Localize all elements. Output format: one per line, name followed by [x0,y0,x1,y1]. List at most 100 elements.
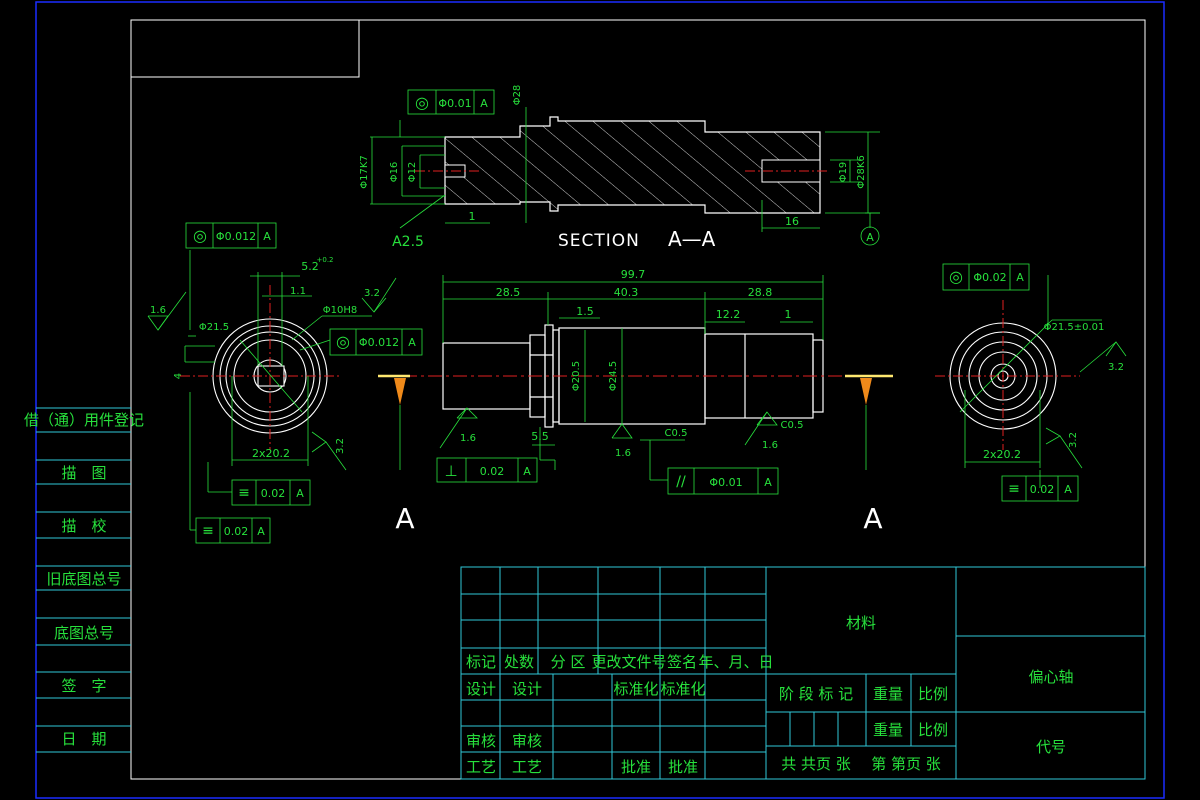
tb-design-3: 标准化 [660,680,705,698]
lv-rough-1-6: 1.6 [150,305,166,316]
side-label-4: 底图总号 [54,624,114,642]
dim-d28k6: Φ28K6 [856,155,867,189]
rv-sym-value: 0.02 [1030,483,1055,496]
tb-design-0: 设计 [466,680,496,698]
dim-5-5: 5.5 [531,430,549,443]
main-view: A A 99.7 28.5 40.3 28.8 1 [378,268,895,535]
section-mark-left: A [395,502,414,535]
lv-dim-4: 4 [173,373,184,379]
lv-sym2-datum: A [257,525,265,538]
dim-1-5: 1.5 [576,305,594,318]
section-id: A—A [668,227,716,251]
dim-12-2: 12.2 [716,308,741,321]
tb-header-1: 处数 [504,653,534,671]
perp-tol-datum: A [523,465,531,478]
section-view: A ◎ Φ0.01 A Φ17K7 Φ16 Φ12 Φ28 Φ19 Φ28K6 … [359,85,880,251]
section-tol-value: Φ0.01 [438,97,471,110]
lv-tol-top-value: Φ0.012 [216,230,256,243]
tb-weight2: 重量 [873,721,903,739]
lv-sym1-symbol: ≡ [238,485,250,501]
tb-header-3: 更改文件号 [591,653,666,671]
lv-dim-key: 2x20.2 [252,447,290,460]
lv-tol-mid-value: Φ0.012 [359,336,399,349]
tb-header-4: 签名 [667,653,697,671]
side-label-3: 旧底图总号 [46,570,121,588]
left-end-view: 5.2 +0.2 1.1 Φ10H8 Φ21.5 4 2x20.2 1.6 3.… [147,222,423,544]
section-tol-datum: A [480,97,488,110]
rough-1: 1.6 [460,433,476,444]
dim-len16: 16 [785,215,799,228]
dim-d17k7: Φ17K7 [359,155,370,189]
tb-part-name: 偏心轴 [1028,668,1073,686]
tb-weight1: 重量 [873,685,903,703]
rv-dim-key: 2x20.2 [983,448,1021,461]
dim-d28: Φ28 [512,85,523,106]
tb-design-2: 标准化 [613,680,658,698]
lv-rough-3-2a: 3.2 [364,288,380,299]
lv-tol-mid-datum: A [408,336,416,349]
dim-phi-20-5: Φ20.5 [571,361,582,391]
tb-process-2: 批准 [621,758,651,776]
lv-sym2-value: 0.02 [224,525,249,538]
tb-scale1: 比例 [918,685,948,703]
rv-dim-phi: Φ21.5±0.01 [1044,322,1105,333]
tb-code: 代号 [1036,738,1066,756]
tb-header-0: 标记 [466,653,496,671]
section-title: SECTION [558,231,640,251]
tb-process-1: 工艺 [512,758,542,776]
tb-process-3: 批准 [668,758,698,776]
lv-tol-mid-symbol: ◎ [336,332,350,351]
rv-rough-3-2b: 3.2 [1068,432,1079,448]
dim-d16: Φ16 [389,162,400,183]
dim-c05-a: C0.5 [665,428,688,439]
tb-header-5: 年、月、日 [698,653,773,671]
side-label-6: 日 期 [61,730,106,748]
lv-dim-phi10: Φ10H8 [323,305,357,316]
side-label-1: 描 图 [61,464,106,482]
dim-1: 1 [785,308,792,321]
dim-d12: Φ12 [407,162,418,183]
dim-left: 28.5 [496,286,521,299]
section-outline [444,116,821,214]
side-label-0: 借（通）用件登记 [24,411,144,429]
par-tol-datum: A [764,476,772,489]
dim-middle: 40.3 [614,286,639,299]
dim-right: 28.8 [748,286,773,299]
lv-sym1-value: 0.02 [261,487,286,500]
tb-sheets: 共 共页 张 [781,755,851,773]
rough-2: 1.6 [615,448,631,459]
tb-header-2: 分 区 [551,653,586,671]
outer-border [35,1,1165,799]
dim-a25: A2.5 [392,234,424,250]
section-mark-right: A [863,502,882,535]
rv-sym-datum: A [1064,483,1072,496]
title-block [460,566,1146,780]
side-label-2: 描 校 [61,517,106,535]
right-end-view: Φ21.5±0.01 2x20.2 3.2 3.2 ◎ Φ0.02 A ≡ 0.… [935,263,1127,502]
dim-len1: 1 [469,210,476,223]
tb-process-0: 工艺 [466,758,496,776]
par-tol-symbol: // [676,474,686,490]
rv-tol-value: Φ0.02 [973,271,1006,284]
lv-sym2-symbol: ≡ [202,523,214,539]
tb-sheet-no: 第 第页 张 [871,755,941,773]
lv-tol-top-datum: A [263,230,271,243]
section-datum-marker: A [866,231,874,244]
par-tol-value: Φ0.01 [709,476,742,489]
tb-review-0: 审核 [466,732,496,750]
tb-material: 材料 [846,614,876,632]
dim-phi-24-5: Φ24.5 [608,361,619,391]
rv-rough-3-2a: 3.2 [1108,362,1124,373]
tb-design-1: 设计 [512,680,542,698]
lv-rough-3-2b: 3.2 [335,438,346,454]
dim-total: 99.7 [621,268,646,281]
section-tol-symbol: ◎ [415,93,429,112]
rv-tol-datum: A [1016,271,1024,284]
rough-3: 1.6 [762,440,778,451]
tb-stage: 阶 段 标 记 [779,685,853,703]
lv-dim-5-2: 5.2 [301,260,319,273]
side-panel [36,407,131,753]
dim-d19: Φ19 [838,162,849,183]
corner-box [130,19,360,78]
